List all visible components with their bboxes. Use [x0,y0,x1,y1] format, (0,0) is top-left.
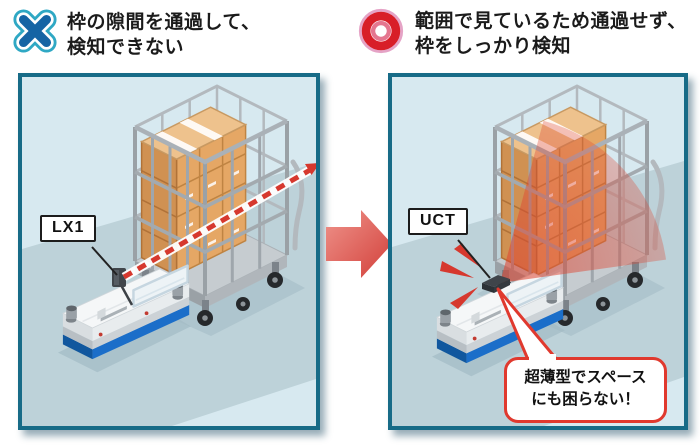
double-circle-icon [358,8,404,54]
label-connector [457,239,491,279]
callout-line2: にも困らない！ [531,391,640,409]
transition-arrow [326,210,392,278]
bad-case-header: 枠の隙間を通過して、 検知できない [12,8,260,60]
callout-line1: 超薄型でスペース [524,369,647,386]
uct-label: UCT [408,208,468,235]
bad-caption-line2: 検知できない [67,37,185,58]
label-connector [91,246,118,276]
bad-case-panel: LX1 [18,73,320,430]
callout-bubble: 超薄型でスペース にも困らない！ [504,357,667,423]
emphasis-marks [440,243,480,309]
laser-beam [121,163,316,281]
cross-icon [13,9,57,53]
callout-tail-merge [529,354,556,367]
beam-arrowhead [305,163,316,175]
detection-area-fan [500,120,666,283]
bad-caption-line1: 枠の隙間を通過して、 [67,12,261,33]
bad-case-scene [22,77,316,426]
good-case-header: 範囲で見ているため通過せず、 枠をしっかり検知 [356,6,687,59]
good-case-panel: UCT 超薄型でスペース にも困らない！ [388,73,688,430]
lx1-label: LX1 [40,215,97,242]
good-caption-line2: 枠をしっかり検知 [415,36,572,57]
good-caption-line1: 範囲で見ているため通過せず、 [415,11,687,32]
